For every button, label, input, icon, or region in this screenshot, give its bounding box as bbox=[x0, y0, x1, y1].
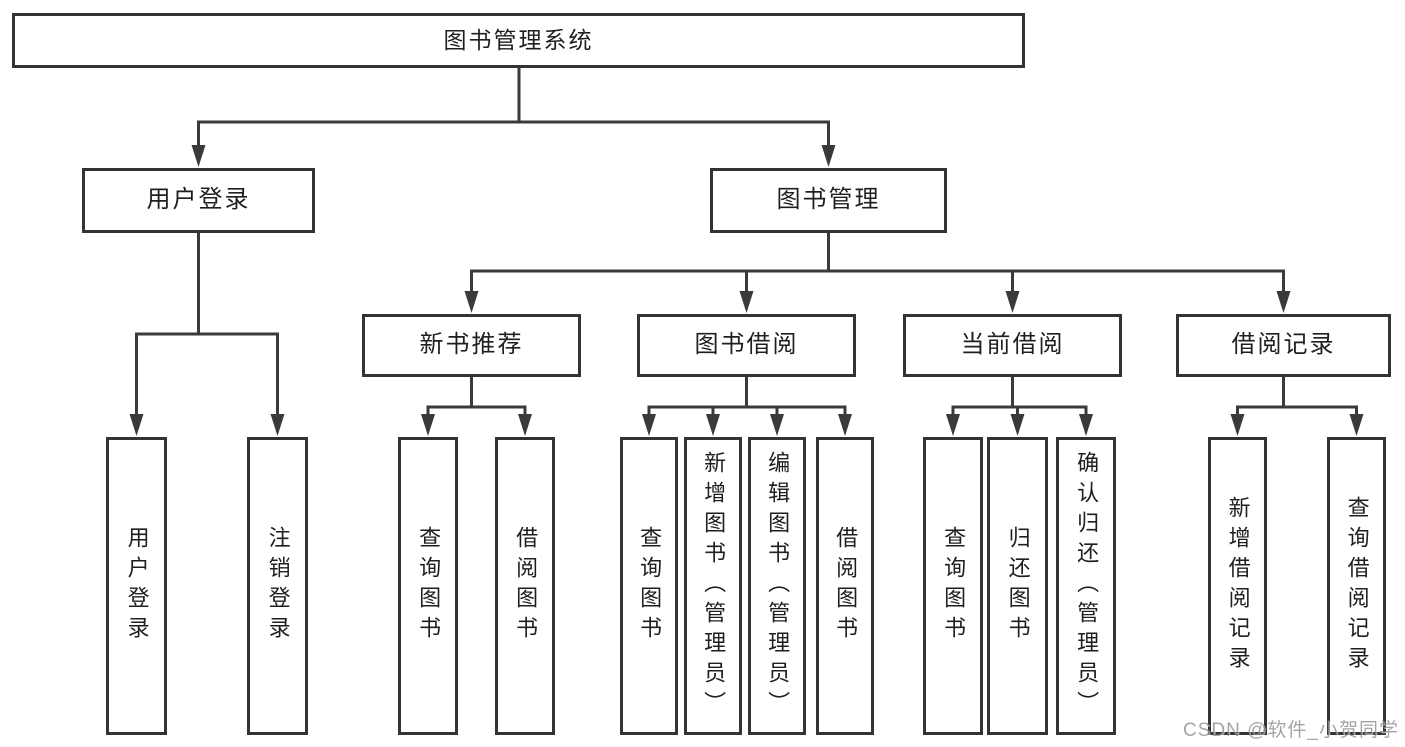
arrowhead-icon bbox=[1005, 291, 1020, 313]
node-borrowing-records: 借阅记录 bbox=[1176, 314, 1391, 377]
arrowhead-icon bbox=[421, 414, 435, 436]
edge-borrowing-records-to-leaves bbox=[1236, 377, 1358, 418]
node-user-login-branch: 用户登录 bbox=[82, 168, 315, 233]
node-return-books: 归还图书 bbox=[987, 437, 1048, 735]
arrowhead-icon bbox=[129, 414, 144, 436]
node-current-borrowing: 当前借阅 bbox=[903, 314, 1122, 377]
arrowhead-icon bbox=[642, 414, 656, 436]
node-add-books-admin: 新增图书（管理员） bbox=[684, 437, 742, 735]
node-book-management: 图书管理 bbox=[710, 168, 947, 233]
arrowhead-icon bbox=[821, 145, 836, 167]
arrowhead-icon bbox=[1010, 414, 1025, 436]
node-user-login: 用户登录 bbox=[106, 437, 167, 735]
node-logout-login: 注销登录 bbox=[247, 437, 308, 735]
edge-current-borrowing-to-leaves bbox=[951, 377, 1088, 418]
edge-user-login-to-leaves bbox=[135, 233, 279, 418]
arrowhead-icon bbox=[1349, 414, 1364, 436]
arrowhead-icon bbox=[1079, 414, 1093, 436]
arrowhead-icon bbox=[270, 414, 285, 436]
arrowhead-icon bbox=[770, 414, 784, 436]
arrowhead-icon bbox=[739, 291, 754, 313]
edge-book-management-to-level3 bbox=[470, 233, 1285, 295]
node-borrow-books-borrowing: 借阅图书 bbox=[816, 437, 874, 735]
node-edit-books-admin: 编辑图书（管理员） bbox=[748, 437, 806, 735]
arrowhead-icon bbox=[518, 414, 532, 436]
arrowhead-icon bbox=[838, 414, 852, 436]
node-new-book-recommend: 新书推荐 bbox=[362, 314, 581, 377]
arrowhead-icon bbox=[706, 414, 720, 436]
arrowhead-icon bbox=[946, 414, 960, 436]
arrowhead-icon bbox=[464, 291, 479, 313]
edge-book-borrowing-to-leaves bbox=[647, 377, 847, 418]
node-add-borrow-record: 新增借阅记录 bbox=[1208, 437, 1267, 735]
edge-root-to-level2 bbox=[197, 68, 830, 149]
node-query-books-current: 查询图书 bbox=[923, 437, 983, 735]
node-query-books-recommend: 查询图书 bbox=[398, 437, 458, 735]
node-query-borrow-record: 查询借阅记录 bbox=[1327, 437, 1386, 735]
node-borrow-books-recommend: 借阅图书 bbox=[495, 437, 555, 735]
node-confirm-return-admin: 确认归还（管理员） bbox=[1056, 437, 1116, 735]
node-book-borrowing: 图书借阅 bbox=[637, 314, 856, 377]
arrowhead-icon bbox=[1230, 414, 1245, 436]
arrowhead-icon bbox=[1276, 291, 1291, 313]
node-query-books-borrowing: 查询图书 bbox=[620, 437, 678, 735]
edge-new-book-recommend-to-leaves bbox=[426, 377, 527, 418]
node-library-management-system: 图书管理系统 bbox=[12, 13, 1025, 68]
arrowhead-icon bbox=[191, 145, 206, 167]
